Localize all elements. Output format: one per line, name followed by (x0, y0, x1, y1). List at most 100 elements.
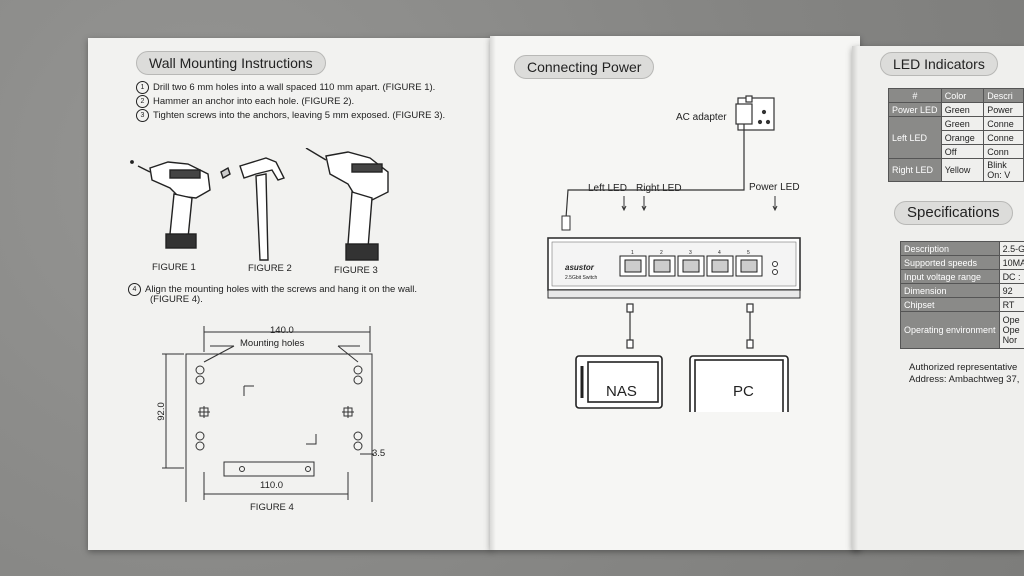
figure-4-caption: FIGURE 4 (250, 502, 294, 513)
power-led-label: Power LED (749, 182, 800, 193)
led-spec-panel: LED Indicators # Color Descri Power LED … (852, 46, 1024, 550)
figure-3-caption: FIGURE 3 (334, 265, 378, 276)
table-cell: Descri (983, 88, 1024, 103)
right-led-label: Right LED (636, 183, 682, 194)
table-cell: Operating environment (900, 311, 1000, 349)
table-cell: 92 (998, 283, 1024, 298)
cell-line: Ope (1002, 325, 1020, 335)
pc-monitor (689, 355, 789, 412)
port-number: 3 (689, 250, 692, 256)
table-cell: Off (940, 144, 985, 159)
nas-label: NAS (606, 383, 637, 400)
table-cell: Orange (940, 130, 985, 145)
cell-line: Nor (1002, 335, 1018, 345)
mounting-diagram (162, 326, 374, 502)
step-2: 2 Hammer an anchor into each hole. (FIGUR… (136, 95, 354, 108)
led-indicators-title: LED Indicators (880, 52, 998, 76)
panel-fold (852, 46, 858, 550)
connecting-power-panel: Connecting Power AC adapter Left LED Rig… (490, 36, 860, 550)
table-cell: Right LED (888, 158, 942, 182)
power-diagram (547, 95, 801, 412)
step-text: Hammer an anchor into each hole. (FIGURE… (153, 96, 355, 108)
hammer-icon (220, 157, 285, 261)
step-number: 1 (136, 81, 149, 94)
cell-line: Blink (987, 160, 1007, 170)
table-header: # Color Descri (888, 88, 1024, 103)
step-text: Drill two 6 mm holes into a wall spaced … (153, 82, 436, 94)
table-cell: Power (983, 102, 1024, 117)
table-cell: Conn (983, 144, 1024, 159)
table-cell: Description (900, 241, 1000, 256)
step-4-line-2: (FIGURE 4). (150, 294, 203, 305)
nas-device (575, 355, 663, 409)
step-4: 4 Align the mounting holes with the screw… (128, 283, 417, 296)
installation-illustrations (130, 148, 389, 261)
power-cable (565, 124, 745, 219)
drill-icon (305, 148, 389, 261)
figure-2-caption: FIGURE 2 (248, 263, 292, 274)
step-3: 3 Tighten screws into the anchors, leavin… (136, 109, 445, 122)
wall-mounting-panel: Wall Mounting Instructions 1 Drill two 6 … (88, 38, 492, 550)
switch-label: 2.5Gbit Switch (565, 275, 598, 281)
step-number: 4 (128, 283, 141, 296)
led-table: # Color Descri Power LED Green Power Lef… (888, 88, 1024, 182)
specifications-title: Specifications (894, 201, 1013, 225)
step-text: Tighten screws into the anchors, leaving… (153, 110, 446, 122)
table-cell: DC : (998, 269, 1024, 284)
ethernet-cables (626, 303, 754, 349)
table-row: Off Conn (889, 144, 1024, 159)
panel-fold (490, 36, 496, 550)
table-cell: Conne (983, 130, 1024, 145)
pc-label: PC (733, 383, 754, 400)
dimension-offset: 3.5 (372, 448, 386, 459)
table-cell: Power LED (888, 102, 942, 117)
table-cell: Left LED (888, 116, 942, 159)
brand-logo: asustor (565, 263, 594, 272)
table-cell: 10MA (998, 255, 1024, 270)
connecting-power-title: Connecting Power (514, 55, 655, 79)
port-number: 5 (747, 250, 750, 256)
table-cell: # (888, 88, 942, 103)
table-row: Power LED Green Power (888, 102, 1024, 117)
table-cell: Color (940, 88, 985, 103)
table-cell: 2.5-G (998, 241, 1024, 256)
switch-device (547, 237, 801, 299)
table-cell: Supported speeds (900, 255, 1000, 270)
step-number: 3 (136, 109, 149, 122)
table-row: Left LED Green Conne (888, 116, 1024, 159)
table-cell: Yellow (940, 158, 985, 182)
table-cell: RT (998, 297, 1024, 312)
table-cell: Dimension (900, 283, 1000, 298)
dimension-spacing: 110.0 (260, 480, 284, 491)
ac-adapter-label: AC adapter (676, 112, 727, 123)
representative-address: Address: Ambachtweg 37, (909, 374, 1020, 385)
mounting-holes-label: Mounting holes (240, 338, 305, 349)
drill-icon (130, 160, 211, 249)
step-number: 2 (136, 95, 149, 108)
table-cell: Green (940, 116, 985, 131)
table-cell: Conne (983, 116, 1024, 131)
port-number: 2 (660, 250, 663, 256)
dimension-width: 140.0 (270, 325, 294, 336)
cell-line: On: V (987, 170, 1011, 180)
left-led-label: Left LED (588, 183, 627, 194)
authorized-representative: Authorized representative (909, 362, 1018, 373)
table-cell: Chipset (900, 297, 1000, 312)
wall-mounting-title: Wall Mounting Instructions (136, 51, 326, 75)
table-cell: Green (940, 102, 985, 117)
figure-1-caption: FIGURE 1 (152, 262, 196, 273)
step-text: Align the mounting holes with the screws… (145, 284, 417, 296)
cell-line: Ope (1002, 315, 1020, 325)
port-number: 4 (718, 250, 721, 256)
table-cell: Input voltage range (900, 269, 1000, 284)
